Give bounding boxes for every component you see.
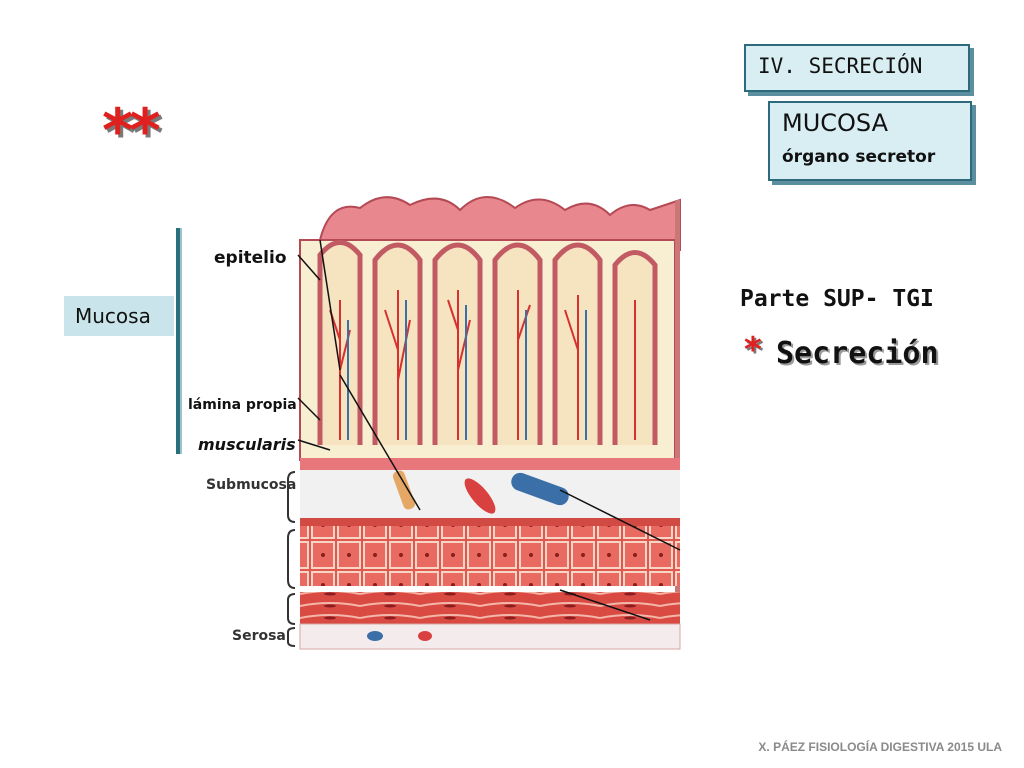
footer-credit: X. PÁEZ FISIOLOGÍA DIGESTIVA 2015 ULA bbox=[758, 740, 1002, 754]
label-submucosa: Submucosa bbox=[206, 477, 297, 493]
mucosa-group-text: Mucosa bbox=[75, 304, 151, 328]
mucosa-box-title: MUCOSA bbox=[782, 109, 889, 137]
label-epitelio: epitelio bbox=[214, 248, 287, 268]
intestinal-wall-illustration bbox=[287, 196, 681, 650]
mucosa-bracket bbox=[176, 228, 180, 454]
parte-sup-label: Parte SUP- TGI bbox=[740, 286, 934, 312]
section-title-box: IV. SECRECIÓN bbox=[744, 44, 970, 92]
section-title: IV. SECRECIÓN bbox=[758, 54, 923, 78]
mucosa-group-label: Mucosa bbox=[64, 296, 174, 336]
mucosa-info-box: MUCOSA órgano secretor bbox=[768, 101, 972, 181]
bullet-star: * bbox=[744, 330, 762, 370]
secrecion-heading: Secreción bbox=[776, 336, 939, 371]
double-star-mark: ** bbox=[102, 96, 161, 166]
label-serosa: Serosa bbox=[232, 628, 286, 644]
label-lamina-propia: lámina propia bbox=[188, 397, 297, 413]
label-muscularis: muscularis bbox=[198, 435, 296, 454]
mucosa-box-subtitle: órgano secretor bbox=[782, 147, 936, 167]
